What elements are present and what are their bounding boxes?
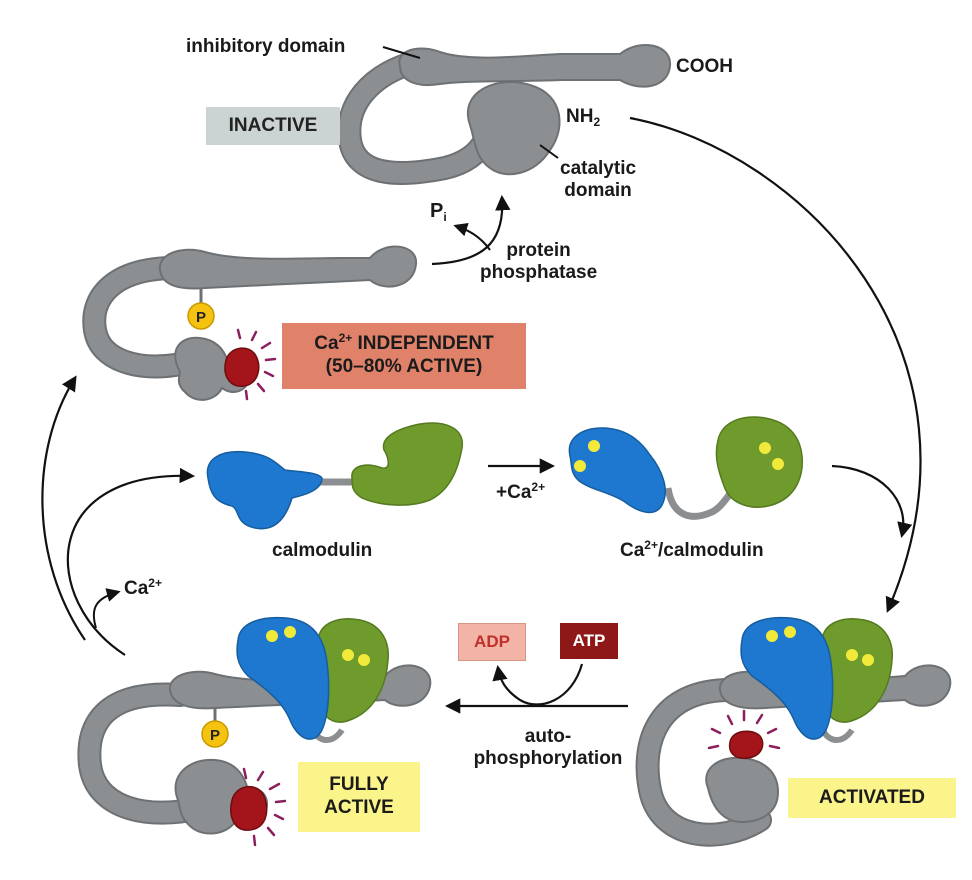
inhibitory-domain-label: inhibitory domain <box>186 36 346 57</box>
calcium-ion <box>759 442 771 454</box>
inhibitory-domain-leader <box>382 46 421 59</box>
calmodulin-c-lobe <box>715 416 804 508</box>
calcium-ion <box>784 626 796 638</box>
arrow-inactive-to-activated <box>629 116 922 613</box>
ca-calmodulin-base: Ca <box>620 540 645 561</box>
active-site <box>230 786 268 831</box>
arrow-to-calmodulin <box>66 467 196 656</box>
calcium-ion <box>588 440 600 452</box>
catalytic-domain-leader <box>539 144 559 159</box>
catalytic-domain-shape <box>467 80 561 176</box>
plus-calcium-label: +Ca2+ <box>496 480 546 504</box>
calcium-ion <box>574 460 586 472</box>
arrow-atp-to-adp <box>492 663 584 706</box>
calcium-ion <box>342 649 354 661</box>
autophosphorylation-line1: auto- <box>524 726 572 747</box>
calcium-release-base: Ca <box>124 578 149 599</box>
fully-active-line2: ACTIVE <box>324 797 394 818</box>
activated-kinase <box>635 616 952 847</box>
pi-label: Pi <box>430 200 447 223</box>
calmodulin-free <box>206 422 463 530</box>
catalytic-domain-line2: domain <box>564 179 632 201</box>
ca-calmodulin <box>568 416 804 520</box>
nh2-subscript: 2 <box>593 115 601 129</box>
fully-active-line1: FULLY <box>329 774 389 796</box>
activated-state-badge: ACTIVATED <box>788 778 956 818</box>
plus-calcium-charge: 2+ <box>531 480 546 494</box>
adp-badge: ADP <box>458 623 526 661</box>
ca-independent-text: INDEPENDENT <box>352 333 494 355</box>
ca-calmodulin-label: Ca2+/calmodulin <box>620 538 764 562</box>
ca-independent-ca: Ca <box>314 333 339 355</box>
active-site <box>224 347 260 387</box>
inhibitory-domain-shape <box>158 245 418 290</box>
arrow-calmodulin-to-activated <box>831 464 913 539</box>
protein-phosphatase-line1: protein <box>506 240 571 261</box>
calcium-release-charge: 2+ <box>148 576 162 590</box>
nh2-base: NH <box>566 106 594 127</box>
nh2-terminus-label: NH2 <box>566 106 600 128</box>
phosphate-marker <box>187 302 215 330</box>
ca-independent-charge: 2+ <box>338 331 353 346</box>
ca-calmodulin-rest: /calmodulin <box>657 540 764 561</box>
ca-independent-state-badge: Ca2+ INDEPENDENT (50–80% ACTIVE) <box>282 323 526 389</box>
phosphate-marker-label: P <box>196 309 206 326</box>
arrow-phosphatase <box>431 194 511 266</box>
calmodulin-n-lobe <box>206 450 323 530</box>
autophosphorylation-label: auto-phosphorylation <box>468 726 628 770</box>
calcium-ion <box>772 458 784 470</box>
calcium-ion <box>766 630 778 642</box>
phosphate-marker <box>201 720 229 748</box>
calmodulin-label: calmodulin <box>272 540 373 561</box>
calcium-ion <box>358 654 370 666</box>
catalytic-domain-line1: catalytic <box>560 158 637 179</box>
arrow-to-ca-independent <box>41 375 86 641</box>
ca-calmodulin-charge: 2+ <box>644 538 658 552</box>
protein-phosphatase-line2: phosphatase <box>480 261 598 283</box>
calcium-ion <box>846 649 858 661</box>
pi-base: P <box>430 200 444 222</box>
phosphate-marker-label: P <box>210 727 220 744</box>
arrow-pi-release <box>453 222 491 251</box>
plus-calcium-base: +Ca <box>496 482 532 503</box>
calmodulin-c-lobe <box>351 422 463 506</box>
arrow-ca-release <box>92 588 121 629</box>
calcium-ion <box>284 626 296 638</box>
ca-independent-kinase: P <box>82 245 418 401</box>
active-site-glow <box>707 709 781 750</box>
inactive-kinase <box>337 44 672 185</box>
atp-badge: ATP <box>560 623 618 659</box>
inhibitory-domain-shape <box>398 44 672 88</box>
calcium-release-label: Ca2+ <box>124 576 162 600</box>
inactive-state-badge: INACTIVE <box>206 107 340 145</box>
cooh-terminus-label: COOH <box>676 56 733 77</box>
autophosphorylation-line2: phosphorylation <box>473 747 623 769</box>
pi-subscript: i <box>443 210 447 224</box>
active-site-glow <box>236 328 277 401</box>
ca-independent-line2: (50–80% ACTIVE) <box>325 356 483 377</box>
calcium-ion <box>266 630 278 642</box>
active-site-glow <box>242 767 287 847</box>
ca-independent-line1: Ca2+ INDEPENDENT <box>314 331 494 356</box>
calmodulin-n-lobe <box>236 616 330 740</box>
calmodulin-n-lobe <box>740 616 834 740</box>
calcium-ion <box>862 654 874 666</box>
fully-active-kinase: P <box>77 616 432 847</box>
active-site <box>728 730 764 760</box>
catalytic-domain-shape <box>705 756 780 824</box>
